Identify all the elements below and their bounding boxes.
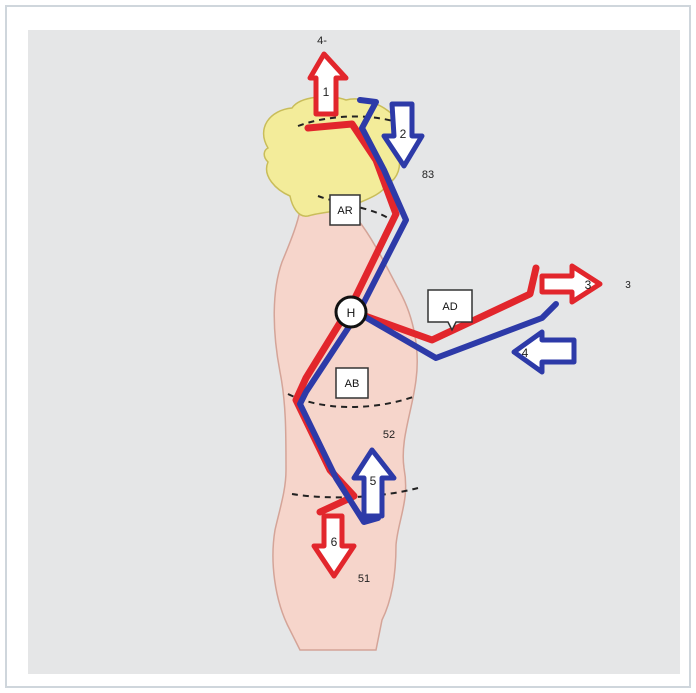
label-bottom: 51 bbox=[358, 573, 370, 585]
ar-box-label: AR bbox=[337, 205, 352, 217]
arrow-number-6: 6 bbox=[331, 535, 338, 549]
ad-box-label: AD bbox=[442, 301, 457, 313]
label-top: 4- bbox=[317, 35, 327, 47]
arrow-number-5: 5 bbox=[370, 474, 377, 488]
arrow-number-4: 4 bbox=[522, 346, 529, 360]
label-head-right: 83 bbox=[422, 169, 434, 181]
arrow-number-3: 3 bbox=[585, 278, 592, 292]
label-torso-right: 52 bbox=[383, 429, 395, 441]
ab-box-label: AB bbox=[345, 378, 360, 390]
label-arm-end: 3 bbox=[625, 280, 631, 291]
arrow-number-2: 2 bbox=[400, 127, 407, 141]
arrow-number-1: 1 bbox=[323, 85, 330, 99]
hub-node-label: H bbox=[347, 306, 356, 320]
